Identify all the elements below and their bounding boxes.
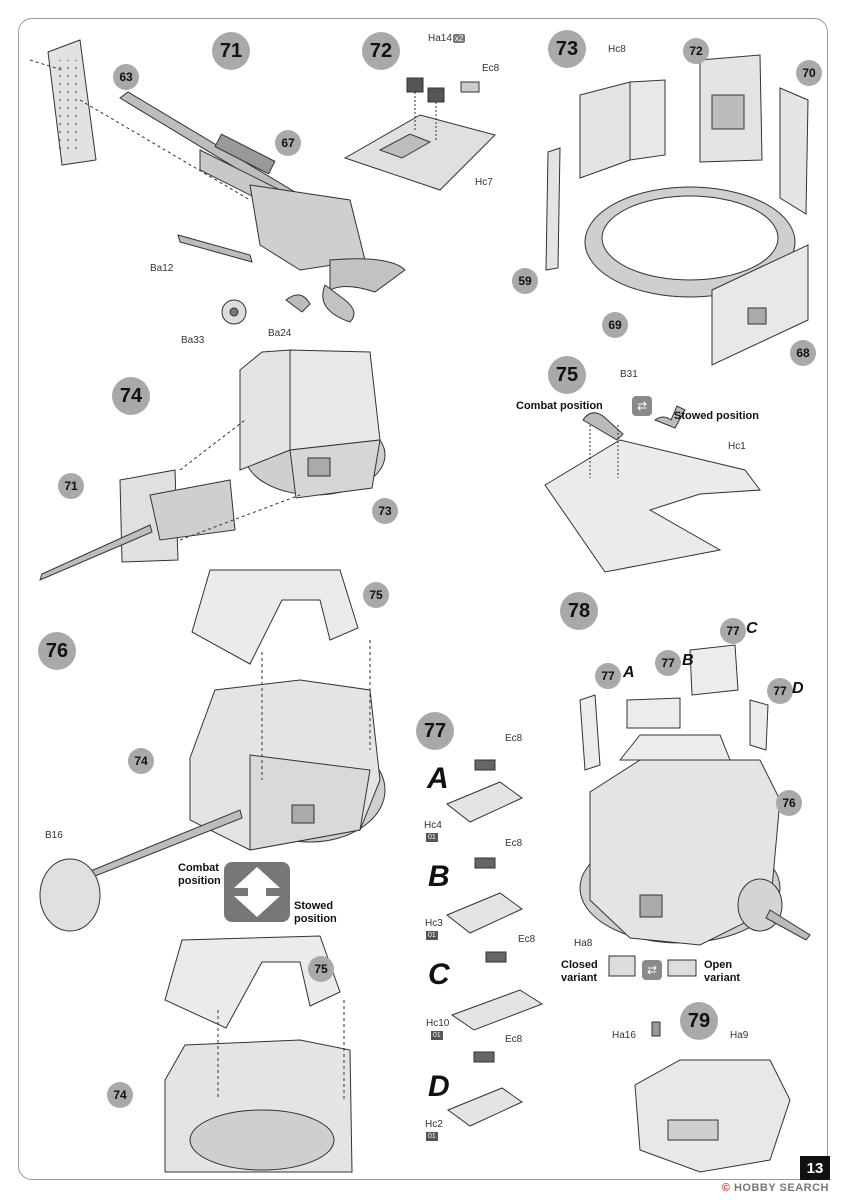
ref-67: 67 xyxy=(275,130,301,156)
closed-line1: Closed xyxy=(561,959,598,971)
closed-line2: variant xyxy=(561,972,598,984)
swap-icon-75: ⇄ xyxy=(632,396,652,416)
ref-59: 59 xyxy=(512,268,538,294)
assembly-74-drawing xyxy=(39,349,386,581)
part-ec8-a: Ec8 xyxy=(505,733,523,744)
part-ha9: Ha9 xyxy=(730,1030,749,1041)
variant-letter-d: D xyxy=(428,1070,450,1103)
variant-letter-d-small: D xyxy=(792,680,804,697)
ref-74-b: 74 xyxy=(107,1082,133,1108)
part-b31: B31 xyxy=(620,369,638,380)
part-ha14-code: Ha14 xyxy=(428,33,452,44)
hatch-variants-drawing xyxy=(446,759,544,1127)
position-swap-box xyxy=(224,862,290,922)
step-73: 73 xyxy=(548,30,586,68)
color-tag-a: 01 xyxy=(426,833,438,842)
quantity-badge: x2 xyxy=(452,34,466,43)
ref-70: 70 xyxy=(796,60,822,86)
step-78: 78 xyxy=(560,592,598,630)
step-79: 79 xyxy=(680,1002,718,1040)
part-hc1: Hc1 xyxy=(728,441,746,452)
combat-position-label: Combat position xyxy=(516,400,603,412)
ref-77-c: 77 xyxy=(720,618,746,644)
ref-71: 71 xyxy=(58,473,84,499)
part-hc2: Hc2 xyxy=(425,1119,443,1130)
part-hc8: Hc8 xyxy=(608,44,626,55)
watermark-symbol: © xyxy=(721,1182,731,1194)
step-75: 75 xyxy=(548,356,586,394)
ref-76: 76 xyxy=(776,790,802,816)
assembly-76-drawing xyxy=(39,569,386,932)
variant-letter-c: C xyxy=(428,958,450,991)
turret-78-drawing xyxy=(579,644,811,977)
variant-letter-b-small: B xyxy=(682,652,694,669)
stowed-line1: Stowed xyxy=(294,900,334,912)
combat-line1: Combat xyxy=(178,862,219,874)
turret-ring-73-drawing xyxy=(545,54,809,366)
part-ha16: Ha16 xyxy=(612,1030,636,1041)
part-ba24: Ba24 xyxy=(268,328,292,339)
step-77: 77 xyxy=(416,712,454,750)
ref-75-b: 75 xyxy=(308,956,334,982)
color-tag-c: 01 xyxy=(431,1031,443,1040)
watermark-brand: HOBBY xyxy=(733,1182,776,1194)
floor-79-drawing xyxy=(634,1021,791,1173)
ref-69: 69 xyxy=(602,312,628,338)
part-ba12: Ba12 xyxy=(150,263,174,274)
variant-letter-a-small: A xyxy=(623,664,635,681)
ref-75-a: 75 xyxy=(363,582,389,608)
watermark-suffix: SEARCH xyxy=(779,1182,829,1194)
page-number: 13 xyxy=(800,1156,830,1180)
part-hc7: Hc7 xyxy=(475,177,493,188)
ref-77-b: 77 xyxy=(655,650,681,676)
step-74: 74 xyxy=(112,377,150,415)
color-tag-b: 01 xyxy=(426,931,438,940)
ref-74-a: 74 xyxy=(128,748,154,774)
ref-77-a: 77 xyxy=(595,663,621,689)
open-line2: variant xyxy=(704,972,741,984)
variant-letter-a: A xyxy=(427,762,449,795)
ref-68: 68 xyxy=(790,340,816,366)
open-line1: Open xyxy=(704,959,733,971)
ref-73: 73 xyxy=(372,498,398,524)
stowed-position-label: Stowed position xyxy=(674,410,759,422)
part-hc3: Hc3 xyxy=(425,918,443,929)
roof-75-drawing xyxy=(544,405,761,573)
part-hc4: Hc4 xyxy=(424,820,442,831)
open-variant-label: Open variant xyxy=(704,959,740,985)
step-71: 71 xyxy=(212,32,250,70)
ref-72: 72 xyxy=(683,38,709,64)
part-ec8-72: Ec8 xyxy=(482,63,500,74)
part-ec8-c: Ec8 xyxy=(518,934,536,945)
stowed-line2: position xyxy=(294,913,337,925)
swap-icon-78: ⇄ xyxy=(642,960,662,980)
color-tag-d: 01 xyxy=(426,1132,438,1141)
part-ec8-d: Ec8 xyxy=(505,1034,523,1045)
step-72: 72 xyxy=(362,32,400,70)
variant-letter-b: B xyxy=(428,860,450,893)
page-frame xyxy=(18,18,828,1180)
plate-72-drawing xyxy=(343,77,496,191)
part-ba33: Ba33 xyxy=(181,335,205,346)
part-hc10: Hc10 xyxy=(426,1018,450,1029)
stowed-position-label-76: Stowed position xyxy=(294,900,337,926)
part-ha8: Ha8 xyxy=(574,938,593,949)
part-b16: B16 xyxy=(45,830,63,841)
ref-77-d: 77 xyxy=(767,678,793,704)
combat-line2: position xyxy=(178,875,221,887)
variant-letter-c-small: C xyxy=(746,620,758,637)
closed-variant-label: Closed variant xyxy=(561,959,598,985)
ref-63: 63 xyxy=(113,64,139,90)
part-ec8-b: Ec8 xyxy=(505,838,523,849)
assembly-76-stowed-drawing xyxy=(164,935,353,1173)
gun-mount-drawing xyxy=(29,39,406,325)
watermark: © HOBBY SEARCH xyxy=(722,1182,829,1194)
step-76: 76 xyxy=(38,632,76,670)
combat-position-label-76: Combat position xyxy=(178,862,221,888)
